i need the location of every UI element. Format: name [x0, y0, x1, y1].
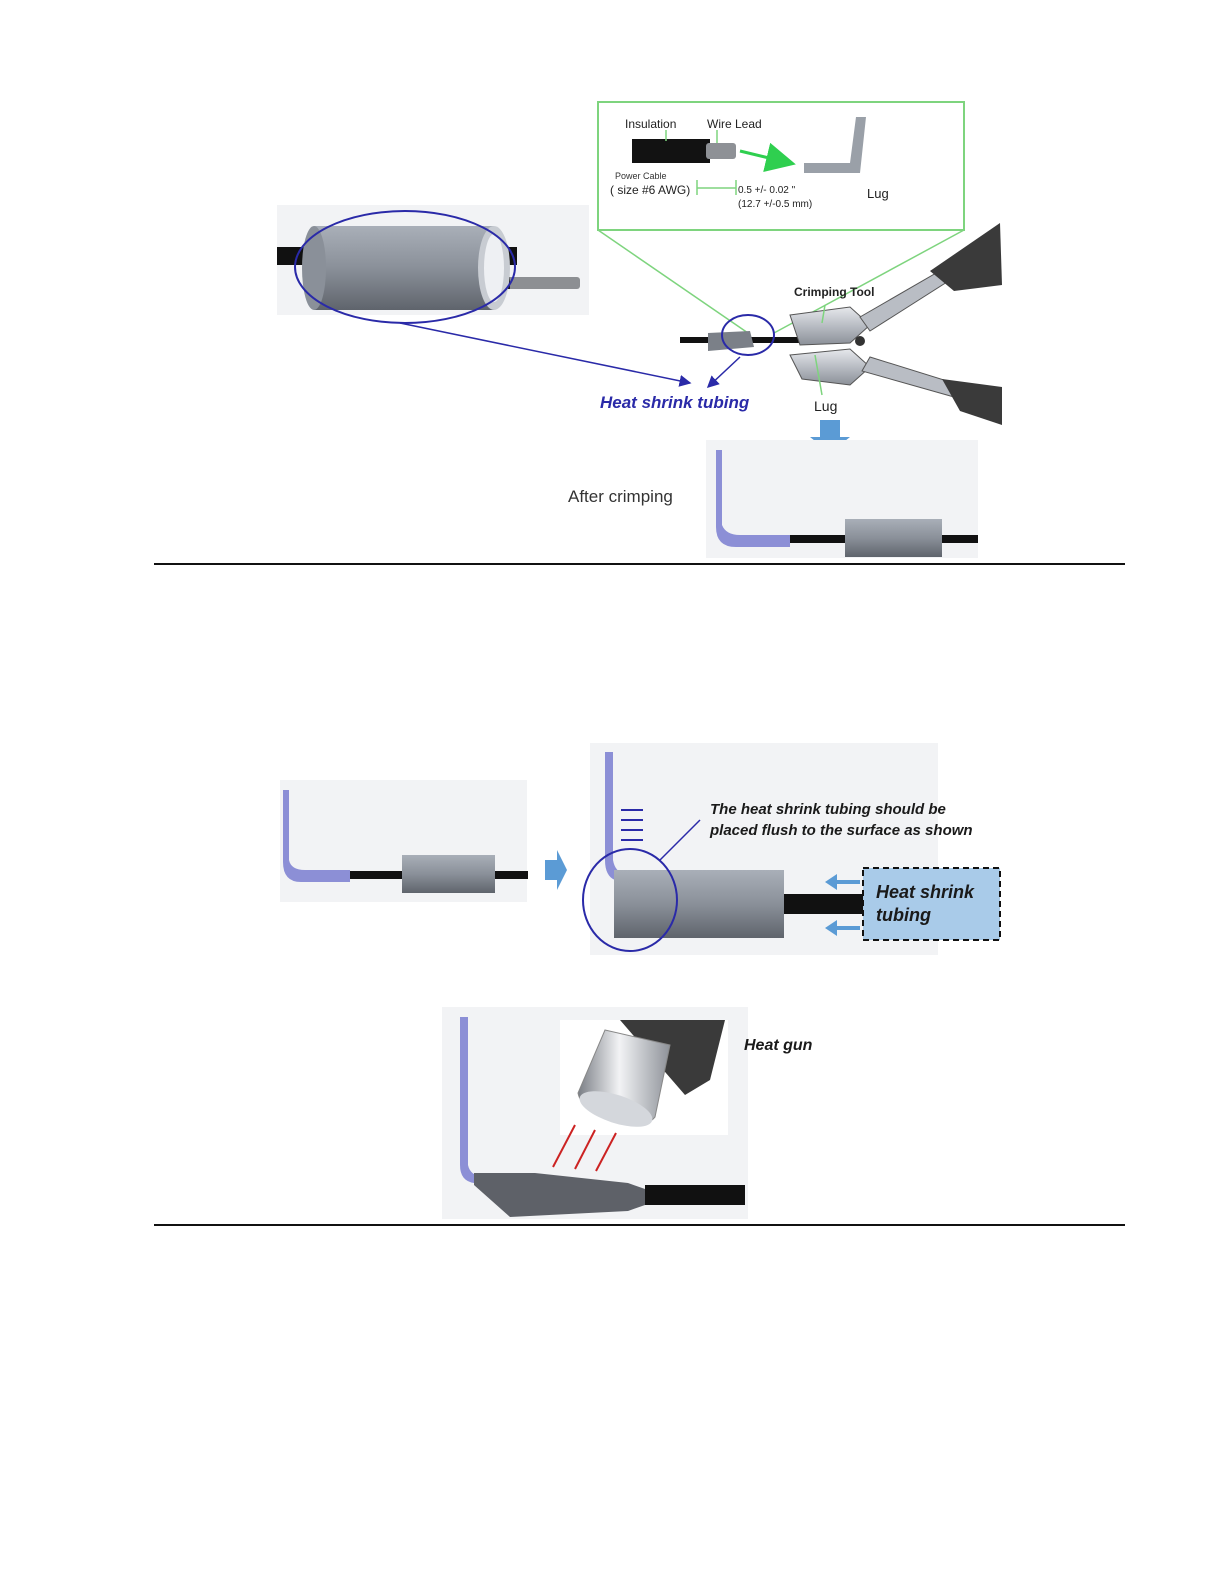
heat-shrink-line1: Heat shrink — [876, 882, 975, 902]
heat-gun-diagram: Heat gun — [440, 1005, 840, 1220]
figure-heat-gun: Heat gun — [440, 1005, 840, 1220]
heat-shrink-box — [863, 868, 1000, 940]
heat-shrink-tube-zoom — [302, 226, 510, 310]
heat-shrink-line2: tubing — [876, 905, 931, 925]
crimping-tool-label: Crimping Tool — [794, 285, 874, 299]
dimension-label: 0.5 +/- 0.02 " — [738, 185, 796, 196]
dimension-metric-label: (12.7 +/-0.5 mm) — [738, 199, 812, 210]
cable-size-label: ( size #6 AWG) — [610, 183, 690, 197]
tube-after — [845, 519, 942, 557]
placement-diagram: Heat shrink tubing The heat shrink tubin… — [275, 740, 1005, 960]
divider-1 — [154, 563, 1125, 565]
crimping-diagram: Insulation Wire Lead Power Cable ( size … — [270, 95, 1010, 565]
divider-2 — [154, 1224, 1125, 1226]
note-line1: The heat shrink tubing should be — [710, 801, 946, 818]
right-arrow — [545, 850, 567, 890]
wire-lead-label: Wire Lead — [707, 117, 762, 131]
tube-right — [614, 870, 784, 938]
wire-lead — [706, 143, 736, 159]
insulation — [632, 139, 710, 163]
insulation-label: Insulation — [625, 117, 676, 131]
figure-crimping: Insulation Wire Lead Power Cable ( size … — [270, 95, 1010, 565]
heat-shrink-tube-small — [708, 331, 754, 351]
note-line2: placed flush to the surface as shown — [709, 822, 973, 839]
lug-label: Lug — [814, 398, 837, 414]
heat-gun-label: Heat gun — [744, 1037, 813, 1054]
figure-placement: Heat shrink tubing The heat shrink tubin… — [275, 740, 1005, 960]
tube-left — [402, 855, 495, 893]
after-crimping-label: After crimping — [568, 487, 673, 506]
lug-detail-label: Lug — [867, 186, 889, 201]
heat-shrink-label: Heat shrink tubing — [600, 393, 750, 412]
power-cable-label: Power Cable — [615, 171, 667, 181]
